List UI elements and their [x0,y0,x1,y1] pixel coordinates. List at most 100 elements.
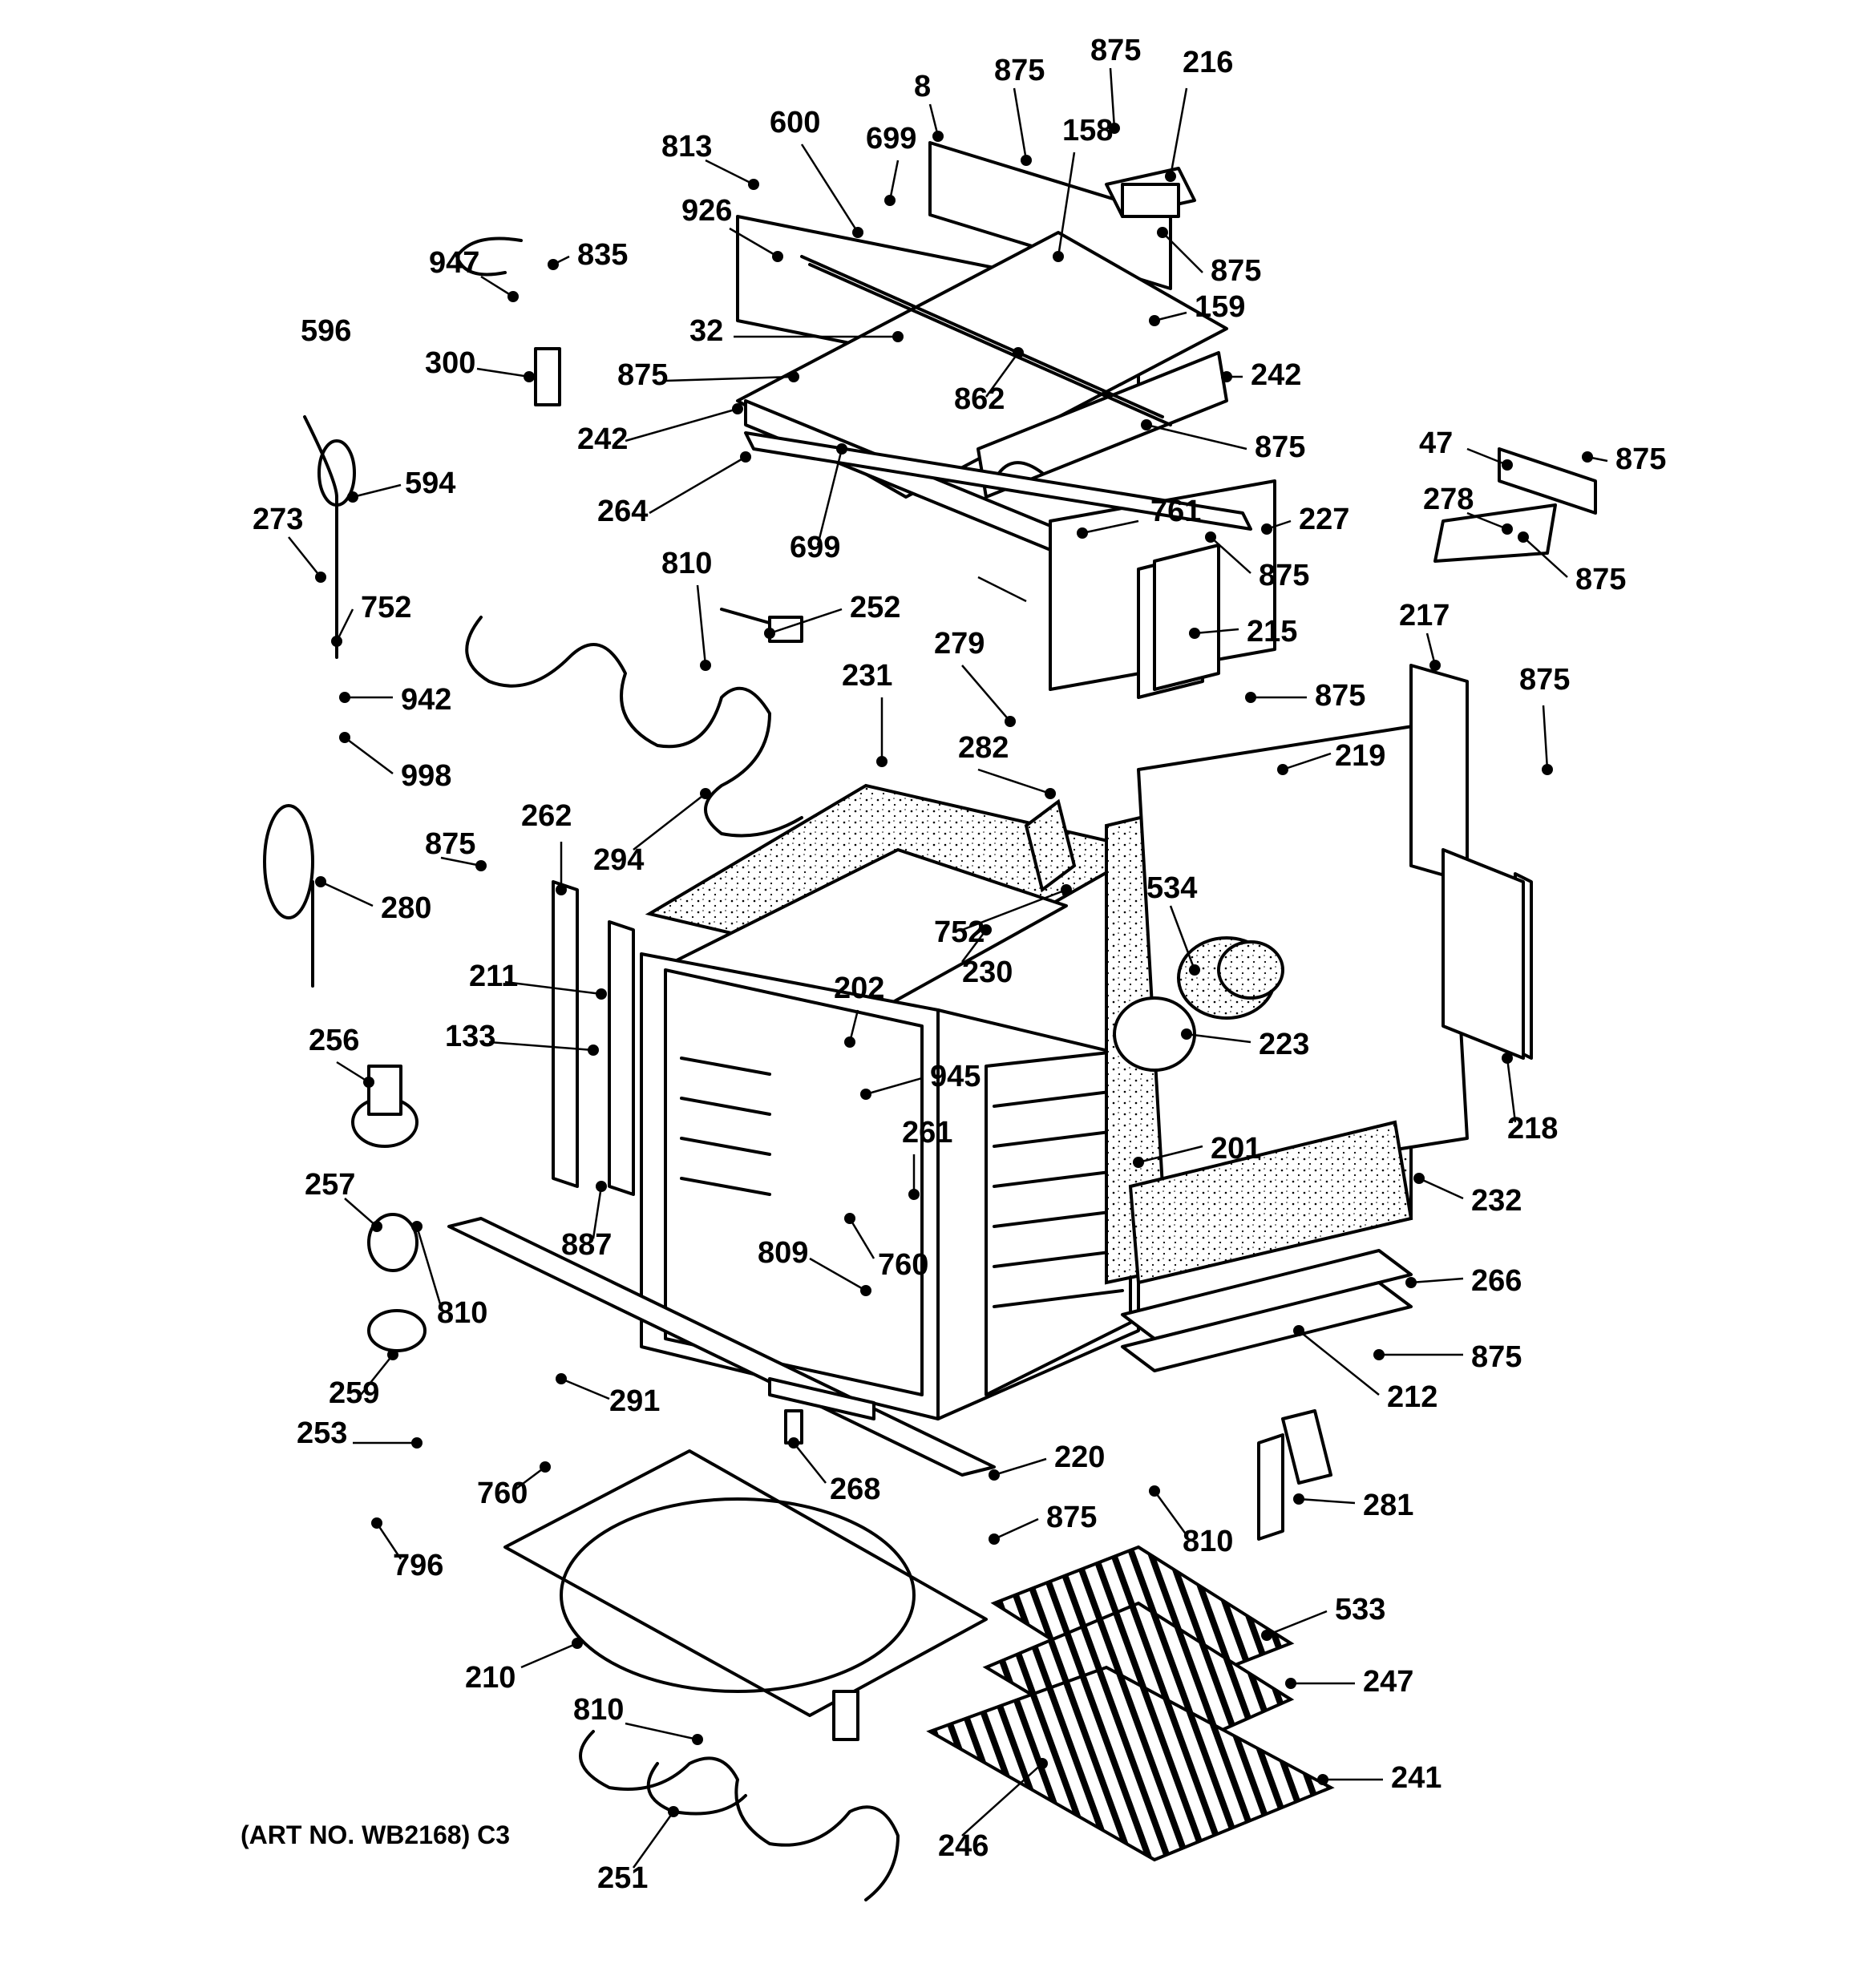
part-number-label: 875 [617,358,668,392]
part-number-label: 875 [1211,254,1261,288]
part-number-label: 251 [597,1861,648,1895]
fastener-dot [371,1221,382,1232]
part-number-label: 32 [689,314,723,348]
part-number-label: 875 [1090,34,1141,67]
fastener-dot [1429,660,1441,671]
oven-cavity [640,720,1469,1420]
fastener-dot [908,1189,920,1200]
leader-line [848,1218,875,1259]
fastener-dot [1261,523,1272,535]
leader-line [1210,536,1251,574]
part-number-label: 600 [770,106,820,139]
part-number-label: 282 [958,731,1009,765]
leader-line [1298,1497,1356,1505]
leader-line [560,1377,610,1400]
fastener-dot [1405,1277,1417,1288]
leader-line [961,929,987,963]
fastener-dot [475,860,487,871]
part-number-label: 809 [758,1236,808,1270]
leader-line [415,1226,443,1307]
part-number-label: 280 [381,891,431,925]
fastener-dot [411,1221,423,1232]
part-number-label: 210 [465,1661,516,1695]
leader-line [504,980,602,996]
fastener-dot [556,1373,567,1384]
fastener-dot [884,195,896,206]
part-number-label: 752 [361,591,411,624]
fastener-dot [1037,1758,1048,1769]
part-number-label: 291 [609,1384,660,1418]
part-number-label: 875 [1519,663,1570,697]
part-number-label: 594 [405,467,455,500]
part-number-label: 218 [1507,1112,1558,1146]
fastener-dot [1109,123,1120,134]
leader-line [488,1040,594,1052]
fastener-dot [411,1437,423,1449]
leader-line [729,227,778,258]
part-number-label: 279 [934,627,985,661]
leader-line [865,1077,923,1096]
part-number-label: 294 [593,843,644,877]
part-number-label: 217 [1399,599,1450,632]
part-number-label: 230 [962,956,1013,989]
leader-line [344,1198,378,1227]
part-number-label: 945 [930,1060,981,1093]
fastener-dot [772,251,783,262]
fastener-dot [1061,884,1072,895]
oven-racks [926,1545,1335,1862]
leader-line [625,1722,698,1741]
fastener-dot [1181,1028,1192,1040]
part-number-label: 242 [577,422,628,456]
leader-line [1194,628,1239,635]
fastener-dot [748,179,759,190]
fastener-dot [1518,531,1529,543]
leader-line [288,536,321,578]
leader-line [1057,152,1076,257]
fastener-dot [1285,1678,1296,1689]
fastener-dot [315,572,326,583]
part-number-label: 760 [878,1248,928,1282]
leader-line [1109,67,1116,129]
part-number-label: 942 [401,683,451,717]
part-number-label: 947 [429,246,479,280]
leader-line [961,665,1011,722]
fastener-dot [1221,371,1232,382]
leader-line [1298,1330,1380,1396]
fastener-dot [596,988,607,1000]
fastener-dot [1582,451,1593,463]
fastener-dot [1245,692,1256,703]
part-number-label: 699 [866,122,916,156]
part-number-label: 202 [834,972,884,1005]
fastener-dot [596,1181,607,1192]
part-number-label: 227 [1299,503,1349,536]
fastener-dot [507,291,519,302]
leader-line [1522,536,1568,578]
part-number-label: 862 [954,382,1005,416]
fastener-dot [1413,1173,1425,1184]
fastener-dot [315,876,326,887]
part-number-label: 253 [297,1416,347,1450]
leader-line [440,856,482,867]
fastener-dot [548,259,559,270]
part-number-label: 252 [850,591,900,624]
part-number-label: 256 [309,1024,359,1057]
leader-line [993,1457,1047,1477]
part-number-label: 211 [469,960,518,993]
leader-line [632,1811,675,1869]
fastener-dot [1021,155,1032,166]
leader-line [1146,423,1247,451]
part-number-label: 875 [994,54,1045,87]
part-number-label: 761 [1150,495,1201,528]
fastener-dot [700,660,711,671]
part-number-label: 259 [329,1376,379,1410]
leader-line [1013,87,1028,161]
part-number-label: 246 [938,1829,989,1863]
leader-line [336,1061,370,1084]
leader-line [793,1442,827,1484]
fastener-dot [876,756,888,767]
fastener-dot [339,692,350,703]
part-number-label: 223 [1259,1028,1309,1061]
fastener-dot [363,1077,374,1088]
